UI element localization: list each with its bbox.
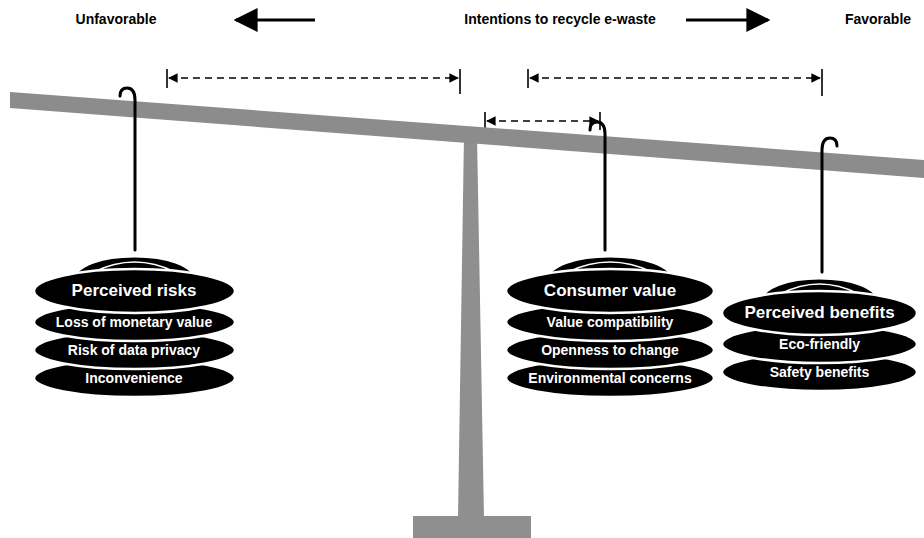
fulcrum-base: [413, 516, 531, 538]
scale-label: Unfavorable: [76, 11, 157, 27]
hook: [120, 88, 837, 272]
weight-item: Value compatibility: [505, 308, 715, 336]
weight-stack: Perceived risksLoss of monetary valueRis…: [33, 246, 236, 392]
weight-heading: Consumer value: [505, 274, 715, 308]
weight-item: Safety benefits: [721, 358, 918, 386]
weight-stack: Perceived benefitsEco-friendlySafety ben…: [721, 268, 918, 386]
weight-disc: [34, 269, 235, 313]
fulcrum: [458, 135, 484, 518]
weight-stack: Consumer valueValue compatibilityOpennes…: [505, 246, 715, 392]
weight-item: Inconvenience: [33, 364, 236, 392]
weight-heading: Perceived risks: [33, 274, 236, 308]
scale-label: Intentions to recycle e-waste: [464, 11, 655, 27]
scale-label: Favorable: [845, 11, 911, 27]
weight-item: Eco-friendly: [721, 330, 918, 358]
balance-beam: [10, 92, 924, 178]
weight-item: Risk of data privacy: [33, 336, 236, 364]
weight-disc: [506, 269, 714, 313]
weight-disc: [722, 291, 917, 335]
weight-item: Environmental concerns: [505, 364, 715, 392]
weight-item: Openness to change: [505, 336, 715, 364]
direction-arrow: [236, 19, 315, 22]
weight-heading: Perceived benefits: [721, 296, 918, 330]
direction-arrow: [686, 19, 768, 22]
weight-item: Loss of monetary value: [33, 308, 236, 336]
